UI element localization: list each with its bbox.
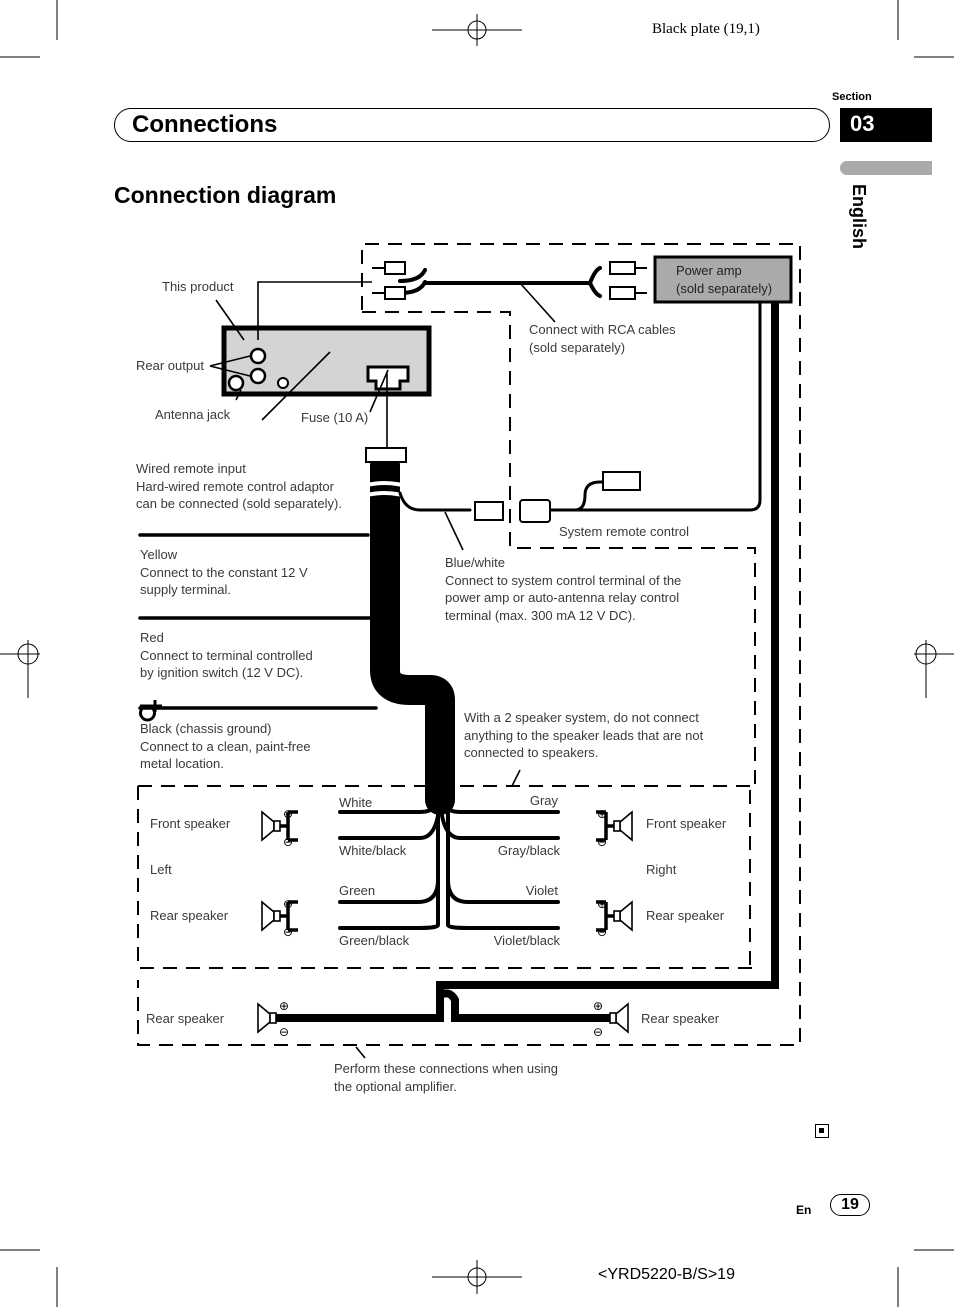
svg-text:⊕: ⊕ bbox=[593, 999, 603, 1013]
label-rear-speaker-right: Rear speaker bbox=[646, 908, 725, 923]
label-rear-speaker-left: Rear speaker bbox=[150, 908, 229, 923]
wire-gray-black: Gray/black bbox=[497, 843, 560, 858]
section-label: Section bbox=[832, 91, 872, 103]
wire-white: White bbox=[339, 795, 373, 810]
label-left: Left bbox=[150, 862, 172, 877]
svg-text:⊕: ⊕ bbox=[283, 897, 293, 911]
label-antenna-jack: Antenna jack bbox=[155, 407, 231, 422]
page-number: 19 bbox=[830, 1194, 870, 1216]
svg-text:⊖: ⊖ bbox=[597, 835, 607, 849]
svg-text:⊖: ⊖ bbox=[283, 925, 293, 939]
section-bar bbox=[840, 161, 932, 175]
svg-text:⊕: ⊕ bbox=[597, 897, 607, 911]
ground-icon bbox=[139, 700, 162, 722]
label-right: Right bbox=[646, 862, 677, 877]
svg-text:⊖: ⊖ bbox=[279, 1025, 289, 1039]
label-amp-rear-speaker-left: Rear speaker bbox=[146, 1011, 225, 1026]
svg-text:⊕: ⊕ bbox=[279, 999, 289, 1013]
label-fuse: Fuse (10 A) bbox=[301, 410, 369, 425]
label-rca: Connect with RCA cables(sold separately) bbox=[529, 322, 676, 355]
wire-violet-black: Violet/black bbox=[493, 933, 560, 948]
label-black: Black (chassis ground)Connect to a clean… bbox=[140, 721, 311, 771]
end-mark-icon bbox=[815, 1124, 829, 1138]
svg-text:⊕: ⊕ bbox=[283, 807, 293, 821]
section-number: 03 bbox=[840, 108, 932, 142]
footer-lang: En bbox=[796, 1203, 812, 1217]
rca-plugs bbox=[372, 261, 647, 523]
leader-lines bbox=[209, 281, 556, 1059]
power-amp-box bbox=[653, 255, 793, 304]
wire-green: Green bbox=[339, 883, 376, 898]
label-rear-output: Rear output bbox=[136, 358, 204, 373]
label-front-speaker-left: Front speaker bbox=[150, 816, 231, 831]
speakers bbox=[257, 810, 633, 1034]
label-system-remote: System remote control bbox=[559, 524, 690, 539]
svg-text:⊖: ⊖ bbox=[593, 1025, 603, 1039]
label-amp-rear-speaker-right: Rear speaker bbox=[641, 1011, 720, 1026]
harness bbox=[138, 266, 779, 1022]
wire-white-black: White/black bbox=[339, 843, 407, 858]
wire-green-black: Green/black bbox=[339, 933, 410, 948]
label-power-amp: Power amp(sold separately) bbox=[676, 263, 773, 296]
polarity-marks: ⊕ ⊖ ⊕ ⊖ ⊕ ⊖ ⊕ ⊖ ⊕ ⊖ ⊕ ⊖ bbox=[279, 807, 607, 1039]
svg-text:⊖: ⊖ bbox=[597, 925, 607, 939]
wire-gray: Gray bbox=[529, 793, 558, 808]
footer-code: <YRD5220-B/S>19 bbox=[598, 1266, 735, 1283]
svg-text:⊖: ⊖ bbox=[283, 835, 293, 849]
plate-label: Black plate (19,1) bbox=[652, 21, 760, 37]
svg-text:⊕: ⊕ bbox=[597, 807, 607, 821]
label-front-speaker-right: Front speaker bbox=[646, 816, 727, 831]
page-title: Connection diagram bbox=[114, 182, 337, 208]
label-this-product: This product bbox=[162, 279, 234, 294]
head-unit bbox=[221, 325, 432, 397]
language-label: English bbox=[849, 184, 869, 250]
wire-violet: Violet bbox=[525, 883, 558, 898]
chapter-header: Connections bbox=[114, 108, 830, 142]
